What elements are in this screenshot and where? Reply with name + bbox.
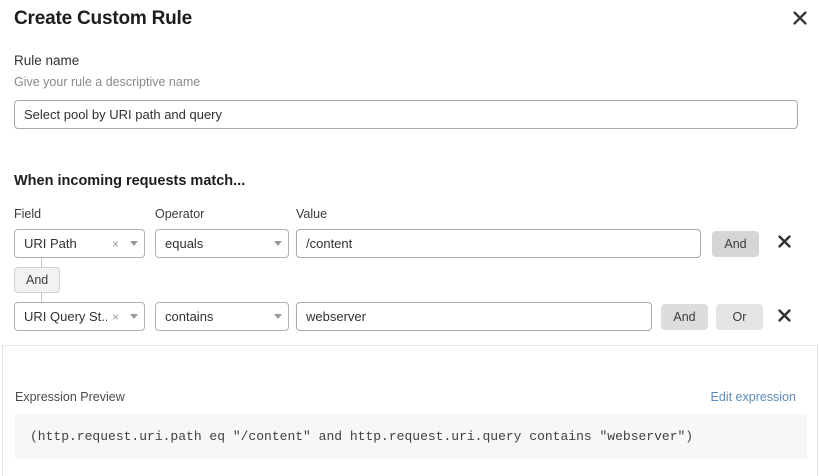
connector-and-chip[interactable]: And bbox=[14, 267, 61, 293]
chevron-down-icon-operator-row-1[interactable] bbox=[268, 241, 288, 246]
and-button-row-1[interactable]: And bbox=[712, 231, 759, 257]
field-select-value-row-2: URI Query St... bbox=[24, 309, 107, 324]
delete-row-button-row-1[interactable] bbox=[773, 232, 795, 254]
operator-select-row-2[interactable]: contains bbox=[155, 302, 289, 331]
chevron-down-icon-field-row-1[interactable] bbox=[124, 241, 144, 246]
value-input-row-2[interactable] bbox=[296, 302, 652, 331]
and-button-row-2[interactable]: And bbox=[661, 304, 708, 330]
field-select-row-2[interactable]: URI Query St... × bbox=[14, 302, 145, 331]
page-title: Create Custom Rule bbox=[14, 8, 192, 29]
operator-select-row-1[interactable]: equals bbox=[155, 229, 289, 258]
close-icon bbox=[793, 11, 807, 25]
rule-name-label: Rule name bbox=[14, 53, 80, 68]
close-icon bbox=[777, 309, 791, 325]
column-header-operator: Operator bbox=[155, 207, 205, 221]
delete-row-button-row-2[interactable] bbox=[773, 306, 795, 328]
field-select-row-1[interactable]: URI Path × bbox=[14, 229, 145, 258]
value-input-row-1[interactable] bbox=[296, 229, 701, 258]
expression-preview-label: Expression Preview bbox=[15, 390, 125, 404]
clear-field-icon-row-2[interactable]: × bbox=[111, 309, 119, 324]
expression-preview-panel: Expression Preview Edit expression (http… bbox=[2, 345, 818, 476]
match-section-heading: When incoming requests match... bbox=[14, 173, 246, 189]
connector-line-bottom bbox=[41, 293, 42, 302]
operator-select-value-row-1: equals bbox=[165, 236, 204, 251]
chevron-down-icon-operator-row-2[interactable] bbox=[268, 314, 288, 319]
column-header-field: Field bbox=[14, 207, 42, 221]
chevron-down-icon-field-row-2[interactable] bbox=[124, 314, 144, 319]
rule-name-input[interactable] bbox=[14, 100, 798, 129]
close-icon bbox=[777, 235, 791, 251]
expression-preview-code: (http.request.uri.path eq "/content" and… bbox=[15, 414, 807, 459]
connector-line-top bbox=[41, 258, 42, 267]
close-dialog-button[interactable] bbox=[786, 4, 814, 32]
field-select-value-row-1: URI Path bbox=[24, 236, 77, 251]
rule-name-hint: Give your rule a descriptive name bbox=[14, 75, 201, 89]
or-button-row-2[interactable]: Or bbox=[716, 304, 763, 330]
operator-select-value-row-2: contains bbox=[165, 309, 214, 324]
column-header-value: Value bbox=[296, 207, 328, 221]
edit-expression-link[interactable]: Edit expression bbox=[710, 390, 796, 404]
clear-field-icon-row-1[interactable]: × bbox=[111, 236, 119, 251]
